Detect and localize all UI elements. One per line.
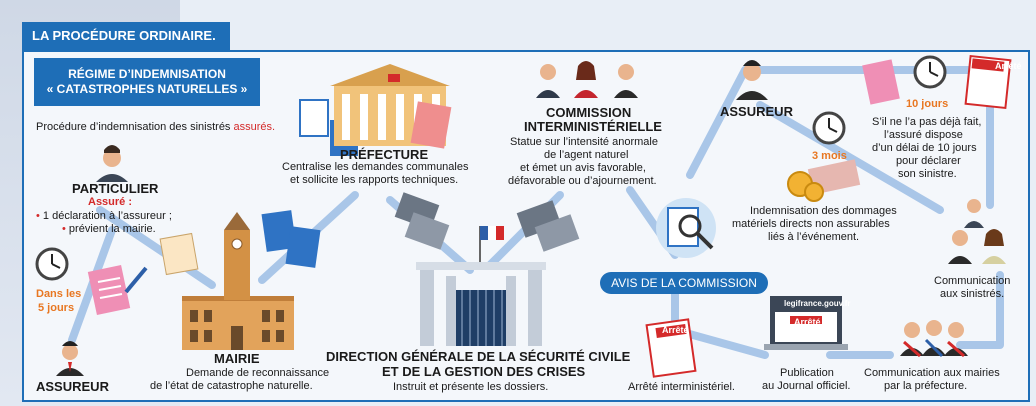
indemnisation-line2: matériels directs non assurables (732, 218, 890, 230)
prefecture-line2: et sollicite les rapports techniques. (290, 174, 459, 186)
avis-commission-badge: AVIS DE LA COMMISSION (600, 272, 768, 294)
mairie-title: MAIRIE (214, 351, 260, 366)
arrete-document-icon (645, 318, 697, 378)
folders-icon (394, 192, 580, 252)
laptop-icon (764, 296, 848, 350)
direction-line1: DIRECTION GÉNÉRALE DE LA SÉCURITÉ CIVILE (326, 349, 631, 364)
mayors-icon (900, 320, 968, 358)
publication-line1: Publication (780, 367, 834, 379)
regime-line1: RÉGIME D’INDEMNISATION (68, 67, 226, 81)
avis-magnifier-icon (656, 198, 716, 258)
arrete-top-tag: Arrêté (995, 61, 1022, 71)
direction-gate-icon (416, 226, 546, 346)
direction-line2: ET DE LA GESTION DES CRISES (382, 364, 586, 379)
clock-3mois-icon (812, 111, 846, 145)
assureur-right-title: ASSUREUR (720, 104, 793, 119)
commission-line3: et émet un avis favorable, (520, 162, 646, 174)
mairie-building-icon (182, 212, 294, 350)
delai3-label: 10 jours (906, 98, 949, 110)
header-title: LA PROCÉDURE ORDINAIRE. (22, 22, 230, 50)
delai1-line1: Dans les (36, 288, 82, 300)
si-pas-fait-line1: S’il ne l’a pas déjà fait, (872, 116, 982, 128)
mairie-line1: Demande de reconnaissance (186, 367, 330, 379)
assureur-left-title: ASSUREUR (36, 379, 109, 394)
delai2-label: 3 mois (812, 150, 847, 162)
arrete-top-document-icon (964, 54, 1012, 110)
intro-main: Procédure d’indemnisation des sinistrés (36, 121, 231, 133)
commission-people-icon (536, 61, 638, 98)
prefecture-building-icon (330, 64, 452, 149)
commission-title2: INTERMINISTÉRIELLE (524, 119, 662, 134)
si-pas-fait-line3: d’un délai de 10 jours (872, 142, 977, 154)
commission-line1: Statue sur l’intensité anormale (510, 136, 658, 148)
arrete-inter-label: Arrêté interministériel. (628, 381, 735, 393)
declaration-form-right-icon (862, 59, 900, 105)
prefecture-line1: Centralise les demandes communales (282, 161, 469, 173)
arrow-mairies-sinistres (956, 271, 1004, 349)
intro-highlight: assurés. (233, 121, 276, 133)
si-pas-fait-line4: pour déclarer (896, 155, 961, 167)
particulier-person-icon (96, 145, 128, 182)
particulier-title: PARTICULIER (72, 181, 159, 196)
declaration-form-icon (87, 264, 148, 316)
comm-sinistres-line2: aux sinistrés. (940, 288, 1005, 300)
comm-sinistres-line1: Communication (934, 275, 1011, 287)
arrow-particulier-mairie (96, 206, 216, 289)
si-pas-fait-line2: l’assuré dispose (884, 129, 963, 141)
legifrance-site: legifrance.gouv.fr (784, 299, 851, 308)
money-icon (787, 159, 861, 202)
particulier-item1: • 1 déclaration à l’assureur ; (36, 210, 172, 222)
direction-line3: Instruit et présente les dossiers. (393, 381, 549, 393)
arrete-inter-tag: Arrêté (662, 325, 689, 335)
particulier-item2: • prévient la mairie. (62, 223, 156, 235)
clock-icon (35, 247, 69, 281)
si-pas-fait-line5: son sinistre. (898, 168, 957, 180)
delai1-line2: 5 jours (38, 302, 75, 314)
commission-line2: de l’agent naturel (544, 149, 629, 161)
commission-title1: COMMISSION (546, 105, 632, 120)
indemnisation-line3: liés à l’événement. (768, 231, 860, 243)
intro-text: Procédure d’indemnisation des sinistrés … (36, 121, 275, 133)
comm-mairies-line2: par la préfecture. (884, 380, 968, 392)
mairie-line2: de l’état de catastrophe naturelle. (150, 380, 313, 392)
particulier-assure: Assuré : (88, 196, 133, 208)
assureur-left-person-icon (56, 341, 84, 376)
indemnisation-line1: Indemnisation des dommages (750, 205, 897, 217)
commission-line4: défavorable ou d’ajournement. (508, 175, 657, 187)
regime-banner: RÉGIME D’INDEMNISATION « CATASTROPHES NA… (34, 58, 260, 106)
prefecture-title: PRÉFECTURE (340, 147, 429, 162)
letter-icon (159, 232, 199, 276)
comm-mairies-line1: Communication aux mairies (864, 367, 1000, 379)
sinistres-people-icon (948, 199, 1006, 264)
clock-10jours-icon (913, 55, 947, 89)
assureur-right-person-icon (736, 60, 768, 100)
regime-line2: « CATASTROPHES NATURELLES » (46, 82, 248, 96)
arrow-assureur-sinistres (756, 101, 944, 214)
publication-line2: au Journal officiel. (762, 380, 851, 392)
legifrance-doc: Arrêté (794, 317, 821, 327)
